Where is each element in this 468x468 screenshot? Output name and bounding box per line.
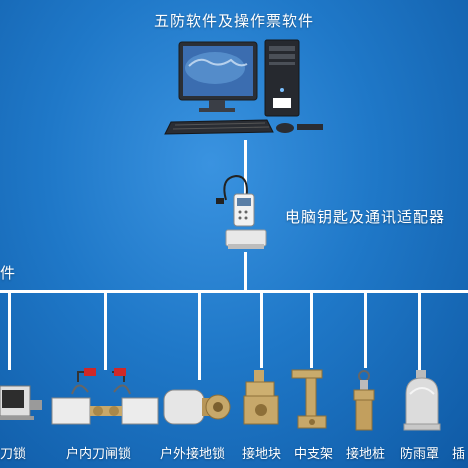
- padlock-icon: [0, 385, 42, 420]
- drop-line-3: [198, 290, 201, 380]
- drop-line-4: [260, 290, 263, 368]
- ground-block-icon: [243, 370, 279, 425]
- ground-pile-icon: [353, 370, 375, 431]
- device-label-5: 中支架: [294, 447, 334, 462]
- connector-adapter-bus: [244, 252, 247, 292]
- drop-line-5: [310, 290, 313, 368]
- drop-line-7: [418, 290, 421, 370]
- device-label-4: 接地块: [242, 447, 282, 462]
- drop-line-6: [364, 290, 367, 368]
- device-bus-line: [0, 290, 468, 293]
- connector-computer-adapter: [244, 140, 247, 212]
- device-label-3: 户外接地锁: [160, 447, 226, 462]
- device-label-8: 插: [452, 447, 466, 462]
- drop-line-1: [8, 290, 11, 370]
- device-label-6: 接地桩: [346, 447, 386, 462]
- computer-key-adapter-icon: [216, 174, 267, 249]
- adapter-label: 电脑钥匙及通讯适配器: [285, 208, 446, 226]
- device-label-7: 防雨罩: [400, 447, 440, 462]
- rain-cover-icon: [403, 370, 441, 431]
- diagram-title: 五防软件及操作票软件: [153, 12, 314, 30]
- computer-icon: [164, 39, 323, 135]
- indoor-switch-lock-icon: [51, 368, 159, 425]
- bracket-icon: [291, 369, 327, 429]
- device-label-2: 户内刀闸锁: [66, 447, 132, 462]
- device-label-1: 刀锁: [0, 447, 27, 462]
- software-label-fragment: 件: [0, 264, 16, 282]
- outdoor-ground-lock-icon: [163, 389, 231, 425]
- drop-line-2: [104, 290, 107, 370]
